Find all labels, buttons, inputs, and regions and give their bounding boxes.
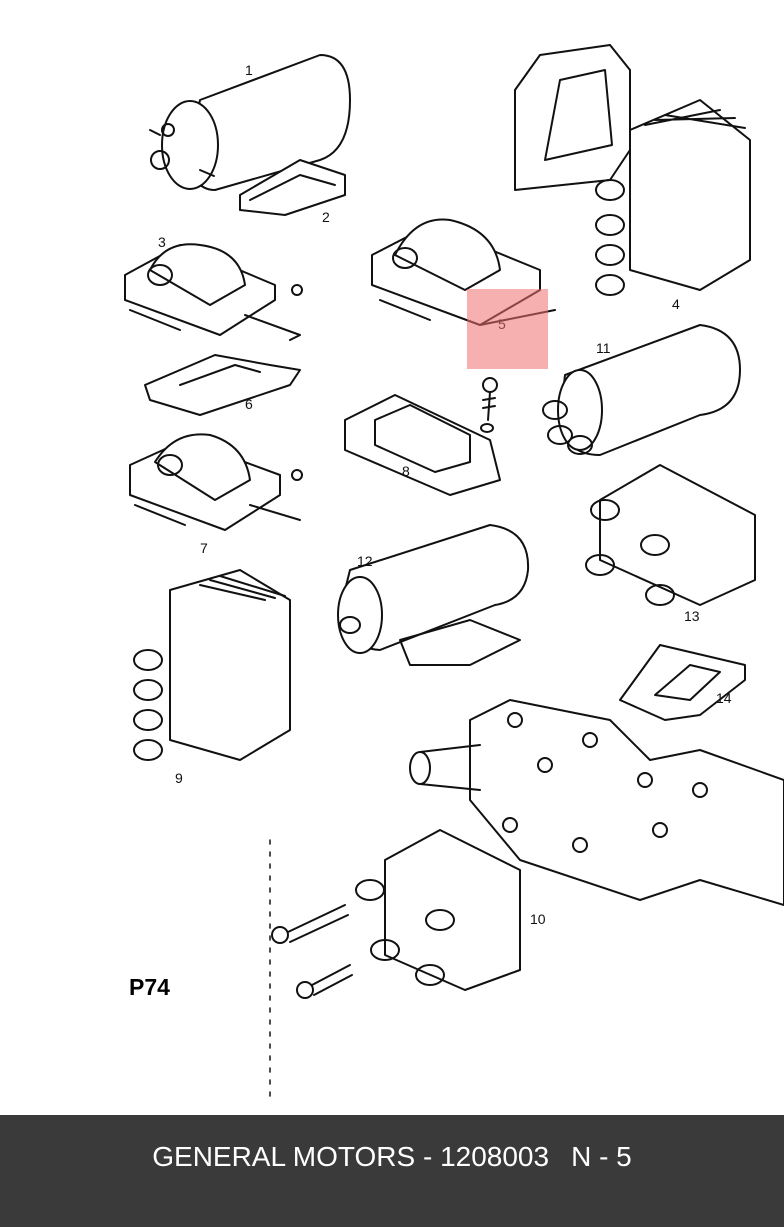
footer-caption: GENERAL MOTORS - 1208003 N - 5 xyxy=(0,1141,784,1173)
part-4-drawing xyxy=(595,99,751,296)
part-3-drawing xyxy=(124,243,303,341)
label-part-12: 12 xyxy=(357,553,373,569)
part-1-drawing xyxy=(149,54,351,191)
label-part-13: 13 xyxy=(684,608,700,624)
label-part-4: 4 xyxy=(672,296,680,312)
part-12-drawing xyxy=(337,524,530,666)
gasket-drawing xyxy=(514,44,631,191)
part-11-drawing xyxy=(542,324,741,456)
label-part-10: 10 xyxy=(530,911,546,927)
label-part-11: 11 xyxy=(596,340,611,356)
part-10-drawing xyxy=(271,829,521,999)
label-part-3: 3 xyxy=(158,234,166,250)
label-part-14: 14 xyxy=(716,690,732,706)
part-14-drawing xyxy=(619,644,746,721)
page-code: P74 xyxy=(129,974,170,1000)
engine-block-drawing xyxy=(409,699,784,906)
label-part-8: 8 xyxy=(402,463,410,479)
screw-drawing xyxy=(480,377,498,433)
footer-bar: GENERAL MOTORS - 1208003 N - 5 xyxy=(0,1115,784,1227)
part-8-drawing xyxy=(344,394,501,496)
part-13-drawing xyxy=(585,464,756,606)
highlighted-part-marker xyxy=(467,289,548,369)
parts-diagram: 1 2 3 4 5 6 7 8 9 10 11 12 13 14 P74 xyxy=(124,44,784,1101)
footer-part-number: 1208003 xyxy=(440,1141,550,1172)
label-part-2: 2 xyxy=(322,209,330,225)
label-part-9: 9 xyxy=(175,770,183,786)
label-part-7: 7 xyxy=(200,540,208,556)
label-part-1: 1 xyxy=(245,62,253,78)
label-part-6: 6 xyxy=(245,396,253,412)
footer-position: N - 5 xyxy=(571,1141,632,1172)
part-6-drawing xyxy=(144,354,301,416)
footer-separator: - xyxy=(422,1141,433,1172)
part-9-drawing xyxy=(133,569,291,761)
footer-brand: GENERAL MOTORS xyxy=(152,1141,416,1172)
part-2-drawing xyxy=(239,159,346,216)
part-7-drawing xyxy=(129,433,303,531)
